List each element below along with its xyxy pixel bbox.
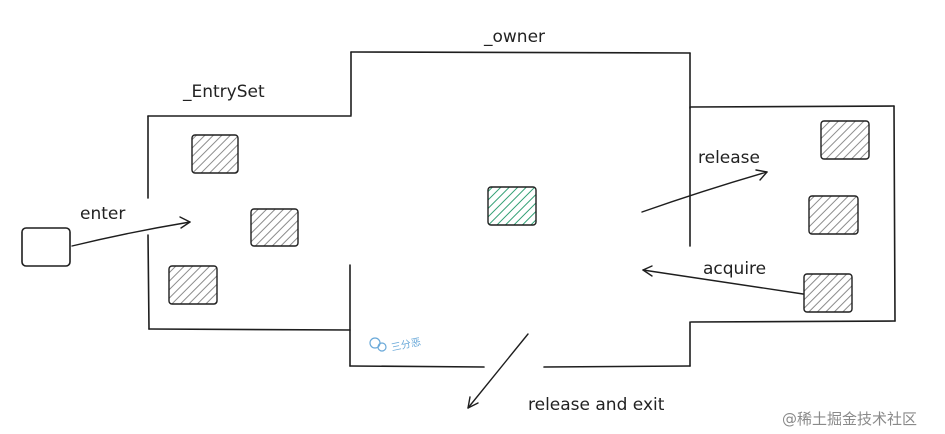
incoming-thread: [21, 227, 71, 267]
owner-thread: [487, 186, 537, 226]
release-label: release: [698, 148, 760, 168]
entry-thread: [168, 265, 218, 305]
acquire-label: acquire: [703, 259, 766, 279]
wait-thread: [803, 273, 853, 313]
owner-box: [349, 51, 691, 368]
center-watermark: 三分恶: [369, 336, 422, 354]
release-and-exit-label: release and exit: [528, 395, 665, 415]
release-arrow: [641, 169, 768, 213]
wait-thread: [820, 120, 870, 160]
owner-label: _owner: [483, 27, 545, 47]
entry-set-box: [147, 115, 352, 331]
wechat-icon: [377, 342, 387, 352]
site-watermark: @稀土掘金技术社区: [782, 410, 917, 428]
enter-arrow: [71, 216, 191, 247]
release-and-exit-arrow: [467, 333, 529, 409]
entry-set-label: _EntrySet: [182, 82, 265, 102]
wait-set-box: [689, 105, 896, 323]
entry-thread: [250, 208, 299, 247]
watermark-badge-text: 三分恶: [390, 336, 422, 354]
entry-thread: [191, 134, 239, 174]
wait-thread: [808, 195, 859, 235]
enter-label: enter: [80, 204, 125, 224]
acquire-arrow: [642, 265, 804, 295]
